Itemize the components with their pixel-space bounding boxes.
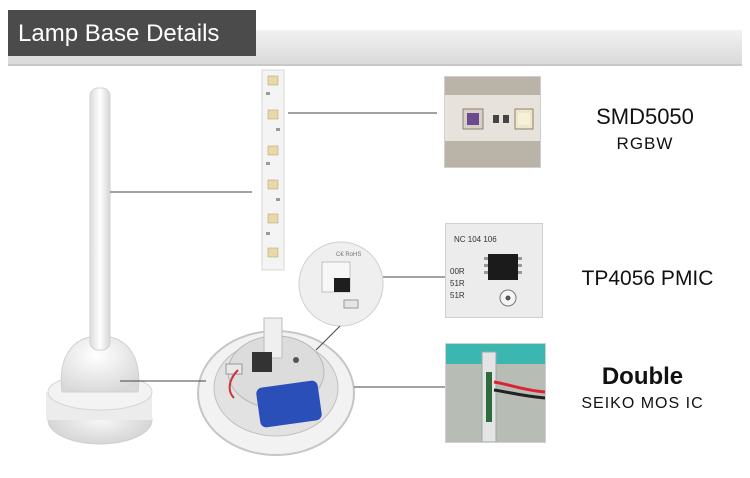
svg-text:51R: 51R	[450, 279, 465, 288]
pcb-zoom-drawing: C€ RoHS	[298, 241, 384, 327]
svg-text:51R: 51R	[450, 291, 465, 300]
svg-text:C€ RoHS: C€ RoHS	[336, 252, 361, 258]
page-title: Lamp Base Details	[18, 20, 220, 47]
feature-subtitle: RGBW	[616, 134, 674, 153]
feature-label-smd5050: SMD5050 RGBW	[565, 104, 725, 154]
base-assembly-drawing	[197, 317, 355, 456]
feature-title: TP4056 PMIC	[581, 267, 714, 290]
feature-label-tp4056: TP4056 PMIC	[560, 267, 735, 291]
led-chip-icon	[445, 95, 540, 141]
feature-title: SMD5050	[596, 104, 694, 129]
feature-title: Double	[601, 363, 684, 390]
mos-ic-photo	[445, 343, 546, 443]
battery-protection-icon	[446, 344, 545, 442]
led-strip-drawing	[261, 69, 285, 271]
section-header: Lamp Base Details	[8, 10, 742, 66]
lamp-drawing	[46, 87, 153, 445]
svg-text:00R: 00R	[450, 267, 465, 276]
svg-text:NC 104 106: NC 104 106	[454, 235, 497, 244]
chip-icon: NC 104 106 00R 51R 51R	[450, 235, 522, 307]
callout-lines	[110, 112, 445, 388]
feature-label-mos-ic: Double SEIKO MOS IC	[560, 363, 725, 413]
smd5050-photo	[444, 76, 541, 168]
feature-subtitle: SEIKO MOS IC	[581, 395, 704, 412]
tp4056-photo: NC 104 106 00R 51R 51R	[445, 223, 543, 318]
